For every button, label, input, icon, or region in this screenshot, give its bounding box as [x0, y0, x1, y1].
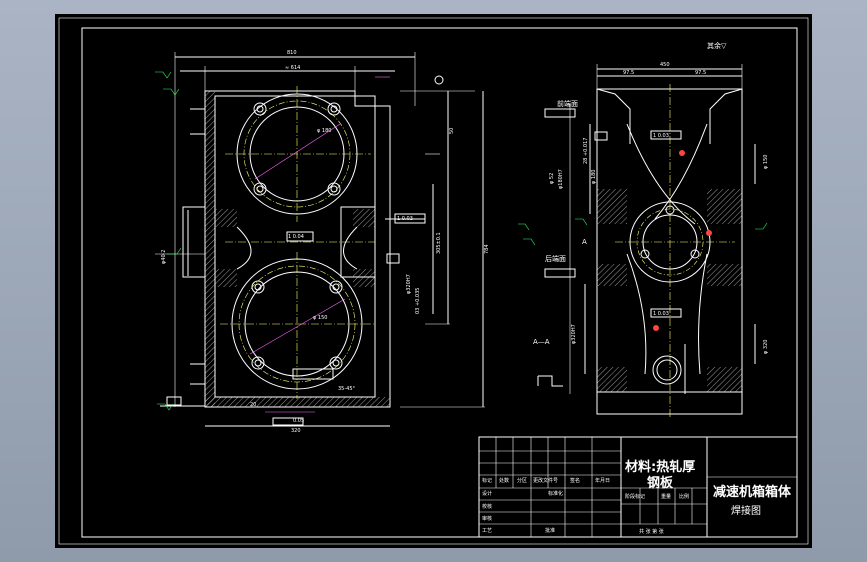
rear-face-label: 后端面	[545, 254, 566, 263]
svg-text:810: 810	[287, 50, 297, 56]
part-name-line1: 减速机箱箱体	[713, 484, 792, 500]
svg-text:0.05: 0.05	[293, 418, 304, 424]
svg-text:≈ 614: ≈ 614	[285, 65, 300, 71]
svg-text:φ40·2: φ40·2	[161, 250, 167, 264]
cell-date: 年月日	[595, 477, 610, 484]
cell-standardization: 标准化	[548, 490, 563, 497]
cell-signature: 签名	[570, 477, 580, 484]
front-view: 810 ≈ 614 50 305±0.1 784 φ 180 φ 150 1 0…	[155, 50, 490, 434]
svg-text:97.5: 97.5	[695, 70, 706, 76]
svg-text:1 0.03: 1 0.03	[397, 216, 413, 222]
svg-text:320: 320	[291, 428, 301, 434]
material-label-2: 钢板	[647, 475, 674, 491]
svg-text:28 +0.017: 28 +0.017	[583, 138, 589, 164]
outer-frame	[58, 17, 809, 545]
left-boss-hatch-bottom	[215, 269, 237, 287]
svg-text:φ320H7: φ320H7	[571, 324, 577, 344]
housing-inner	[214, 95, 376, 398]
view-mark-a: A	[582, 238, 587, 246]
surface-finish-note: 其余▽	[707, 41, 727, 50]
cell-weight: 重量	[661, 493, 671, 500]
svg-text:03 +0.035: 03 +0.035	[415, 288, 421, 314]
svg-text:35-45°: 35-45°	[338, 386, 356, 392]
cell-process: 工艺	[482, 528, 492, 534]
side-hatch-2	[707, 189, 742, 224]
cell-count: 处数	[499, 477, 509, 484]
cad-drawing: 810 ≈ 614 50 305±0.1 784 φ 180 φ 150 1 0…	[58, 17, 809, 545]
svg-text:1 0.04: 1 0.04	[288, 234, 304, 240]
svg-text:φ 320: φ 320	[763, 340, 769, 354]
svg-text:97.5: 97.5	[623, 70, 634, 76]
svg-text:784: 784	[484, 244, 490, 254]
title-block-frame	[478, 436, 798, 538]
cell-change-doc: 更改文件号	[533, 477, 558, 484]
svg-text:φ320H7: φ320H7	[406, 274, 412, 294]
svg-text:1 0.03: 1 0.03	[653, 311, 669, 317]
svg-text:20: 20	[250, 402, 256, 408]
side-housing-outline	[596, 88, 743, 415]
part-name-line2: 焊接图	[731, 504, 761, 517]
drain-boss	[652, 355, 682, 385]
svg-text:50: 50	[449, 128, 455, 134]
housing-outline	[204, 90, 391, 408]
cell-scale: 比例	[679, 493, 689, 500]
side-view: 450 97.5 97.5 1 0.03 1 0.03 φ 52 φ180H7 …	[544, 62, 769, 419]
svg-text:φ 150: φ 150	[763, 155, 769, 169]
marker-dot-3	[653, 325, 659, 331]
side-hatch-1	[597, 189, 627, 224]
cell-mark: 标记	[482, 477, 492, 484]
right-boss-hatch-top	[353, 209, 375, 227]
marker-dot-2	[706, 230, 712, 236]
svg-text:φ 52: φ 52	[549, 173, 555, 184]
svg-text:305±0.1: 305±0.1	[436, 232, 442, 254]
cell-approve: 批准	[545, 527, 555, 534]
left-wall-hatch	[205, 91, 215, 407]
section-label: A—A	[533, 338, 550, 346]
weld-symbols	[155, 71, 768, 411]
svg-text:φ 180: φ 180	[591, 170, 597, 184]
cell-sheet-count: 共 张 第 张	[639, 528, 664, 535]
marker-dot-1	[679, 150, 685, 156]
material-label: 材料:热轧厚	[625, 459, 695, 475]
svg-text:φ180H7: φ180H7	[558, 169, 564, 189]
svg-text:450: 450	[660, 62, 670, 68]
cell-stage-mark: 阶段标记	[625, 493, 645, 500]
svg-text:φ 180: φ 180	[317, 128, 331, 134]
right-boss-hatch-bottom	[353, 269, 375, 287]
left-boss	[182, 206, 206, 278]
left-boss-hatch-top	[215, 209, 237, 227]
drawing-sheet: 810 ≈ 614 50 305±0.1 784 φ 180 φ 150 1 0…	[55, 14, 812, 548]
cell-check: 校核	[482, 503, 492, 510]
inner-frame	[81, 27, 798, 538]
svg-text:φ 150: φ 150	[313, 315, 327, 321]
cell-review: 审核	[482, 515, 492, 522]
front-face-label: 前端面	[557, 99, 578, 108]
bottom-wall-hatch	[205, 397, 390, 407]
cell-design: 设计	[482, 490, 492, 497]
title-block: 标记 处数 分区 更改文件号 签名 年月日 设计 标准化 校核 审核 工艺 批准…	[478, 436, 798, 538]
svg-text:1 0.03: 1 0.03	[653, 133, 669, 139]
cell-zone: 分区	[517, 477, 527, 484]
